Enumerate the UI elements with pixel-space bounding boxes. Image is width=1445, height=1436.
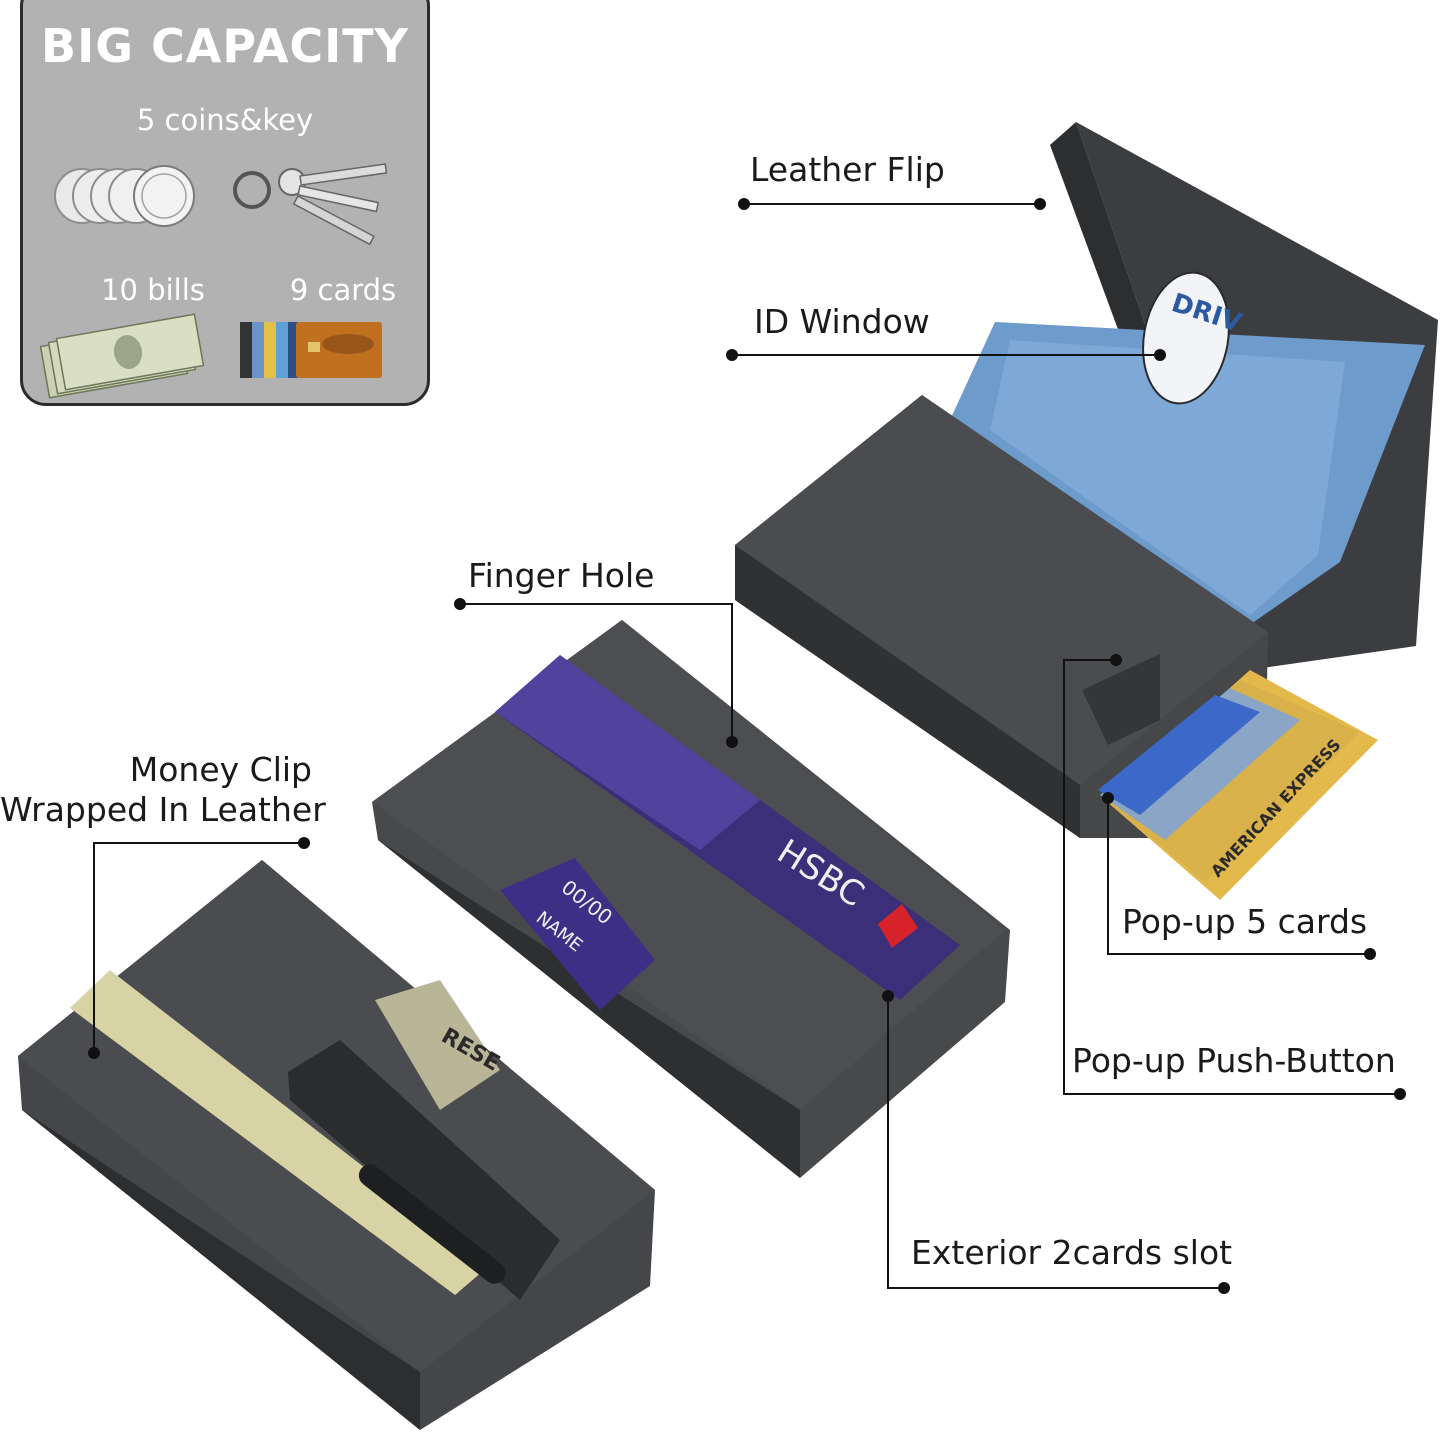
money-clip-line [93,842,304,1053]
push-button-label: Pop-up Push-Button [1072,1041,1396,1080]
money-clip-label-line2: Wrapped In Leather [0,790,326,829]
finger-hole-line [460,603,733,742]
money-clip-label-line1: Money Clip [129,750,312,789]
callout-lines [93,203,1400,1289]
capacity-icons [39,163,388,399]
finger-hole-label: Finger Hole [468,556,655,595]
exterior-slot-label: Exterior 2cards slot [911,1233,1233,1272]
cards-label: 9 cards [289,273,397,307]
wallet-card-slot: HSBC NAME 00/00 [372,620,1010,1178]
push-button-line [1063,659,1400,1095]
bills-icon [39,313,205,399]
popup-cards-label: Pop-up 5 cards [1122,902,1368,941]
coins-keys-label: 5 coins&key [136,103,314,137]
wallet-money-clip: RESE [18,860,655,1430]
leather-flip-label: Leather Flip [750,150,945,189]
wallet-open-flip: DRIV AMERICAN EXPRESS [735,122,1438,900]
coins-icon [54,165,195,227]
bills-label: 10 bills [101,273,205,307]
keys-icon [233,163,388,246]
cards-icon [240,322,382,378]
id-window-label: ID Window [754,302,930,341]
callout-dots [88,198,1406,1294]
capacity-title: BIG CAPACITY [41,19,409,73]
exterior-slot-line [887,996,1224,1289]
popup-cards-line [1107,798,1370,955]
